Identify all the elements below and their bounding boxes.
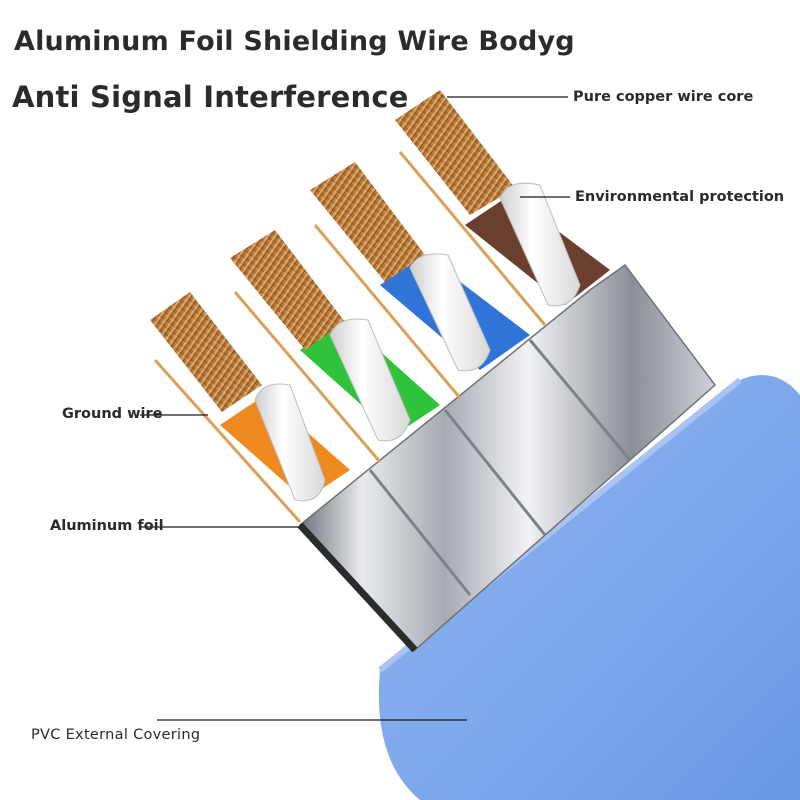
ground-wire [233,291,382,463]
pair-green [230,230,440,463]
ground-wire [313,224,462,399]
pair-orange [150,292,350,524]
label-copper-core: Pure copper wire core [573,89,754,105]
ground-wire [153,358,302,524]
aluminum-foil-shield [297,263,717,653]
label-pvc-covering: PVC External Covering [31,727,201,743]
pair-blue [310,162,530,399]
label-aluminum-foil: Aluminum foil [50,518,164,534]
ground-wire [398,151,547,326]
label-environmental-protection: Environmental protection [575,189,785,205]
headline-interference: Anti Signal Interference [12,80,409,114]
pair-brown [395,90,610,326]
headline-shielding: Aluminum Foil Shielding Wire Bodyg [14,26,575,57]
label-ground-wire: Ground wire [62,406,163,422]
callout-lines [140,96,570,721]
